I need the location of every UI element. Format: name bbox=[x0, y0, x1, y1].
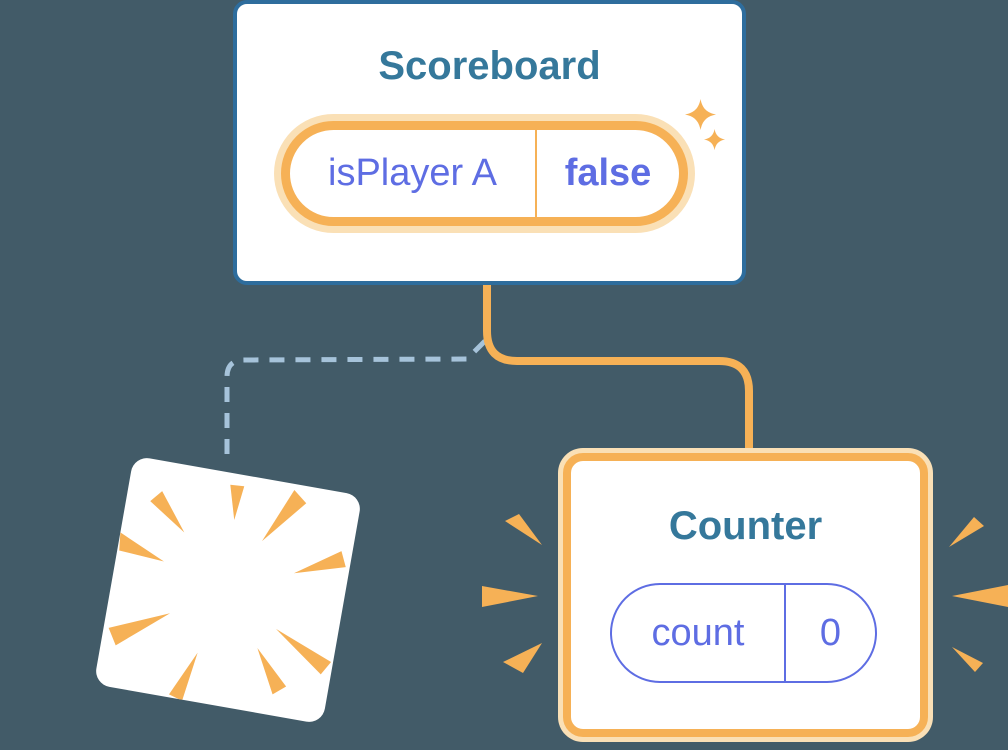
removed-component-card bbox=[93, 455, 363, 725]
connector-solid-line bbox=[483, 281, 753, 458]
connector-dashed-line bbox=[224, 339, 487, 464]
counter-title: Counter bbox=[668, 504, 823, 548]
scoreboard-title: Scoreboard bbox=[378, 44, 601, 88]
scoreboard-state-pill: isPlayer A false bbox=[281, 121, 688, 226]
counter-state-value: 0 bbox=[819, 611, 842, 654]
scoreboard-state-value: false bbox=[564, 152, 652, 194]
scoreboard-component-card: Scoreboard isPlayer A false bbox=[233, 0, 746, 285]
poof-burst-icon bbox=[108, 484, 346, 701]
counter-component-card: Counter count 0 bbox=[563, 453, 928, 737]
scoreboard-state-key: isPlayer A bbox=[290, 130, 537, 217]
counter-state-key: count bbox=[612, 585, 786, 681]
counter-state-pill: count 0 bbox=[610, 583, 877, 683]
